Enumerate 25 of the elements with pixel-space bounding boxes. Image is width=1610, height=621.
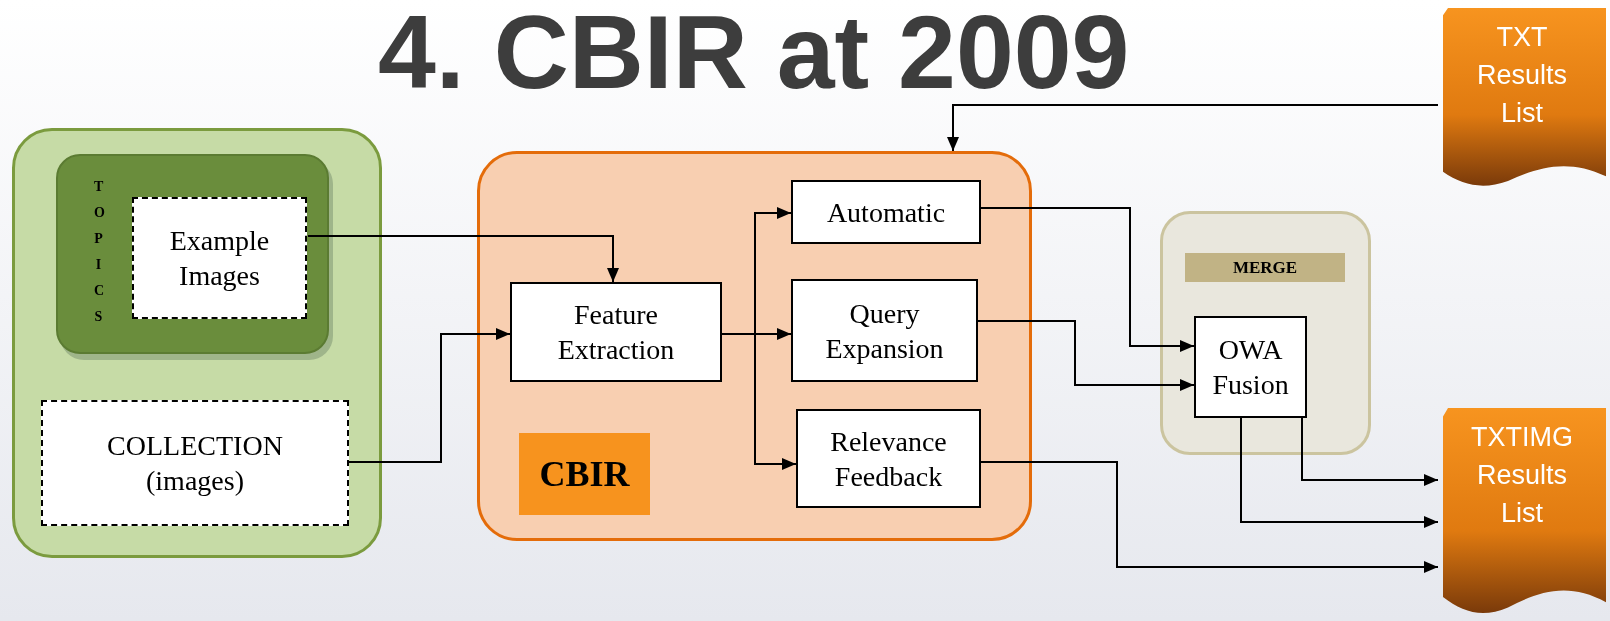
arrow xyxy=(1301,417,1439,486)
arrow xyxy=(307,235,619,283)
arrow xyxy=(977,320,1195,391)
arrow xyxy=(980,461,1439,573)
group-panel xyxy=(1160,211,1371,455)
process-box: Query Expansion xyxy=(791,279,978,382)
flag-label: TXT Results List xyxy=(1476,21,1568,130)
group-panel xyxy=(12,128,382,558)
group-panel xyxy=(477,151,1032,541)
title: 4. CBIR at 2009 xyxy=(378,0,1130,104)
arrow xyxy=(980,207,1195,352)
vertical-label: TOPICS xyxy=(94,178,103,326)
arrow xyxy=(947,104,1439,152)
arrow xyxy=(348,328,511,463)
dashed-box: COLLECTION (images) xyxy=(41,400,349,526)
arrow xyxy=(721,333,797,470)
dashed-box: Example Images xyxy=(132,197,307,319)
section-header: MERGE xyxy=(1185,253,1345,282)
process-box: Relevance Feedback xyxy=(796,409,981,508)
arrow xyxy=(1240,417,1439,528)
process-box: OWA Fusion xyxy=(1194,316,1307,418)
flag-label: TXTIMG Results List xyxy=(1470,421,1574,530)
process-box: Automatic xyxy=(791,180,981,244)
label-box: CBIR xyxy=(519,433,650,515)
process-box: Feature Extraction xyxy=(510,282,722,382)
